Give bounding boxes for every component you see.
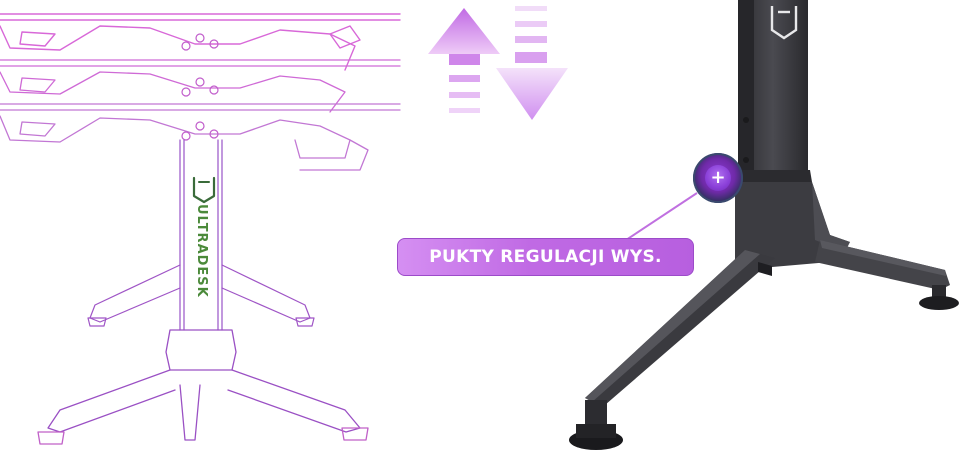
arrow-up-icon	[428, 8, 500, 113]
metal-leg-right	[569, 0, 959, 450]
desk-outline-left: ULTRADESK	[0, 13, 401, 445]
tabletop-level-2	[0, 59, 401, 113]
height-arrows	[428, 6, 568, 120]
height-adjustment-callout: PUKTY REGULACJI WYS.	[397, 238, 694, 276]
bolt-holes	[181, 33, 219, 141]
ultradesk-logo: ULTRADESK	[192, 176, 216, 298]
plus-icon: +	[705, 165, 731, 191]
tabletop-level-3	[0, 103, 401, 171]
tabletop-level-1	[0, 13, 401, 71]
desk-base	[47, 329, 361, 441]
desk-column	[179, 139, 223, 331]
callout-connector	[619, 192, 698, 245]
arrow-down-icon	[496, 6, 568, 120]
adjustment-point-marker[interactable]: +	[693, 153, 743, 203]
svg-text:ULTRADESK: ULTRADESK	[194, 204, 209, 298]
base-feet	[37, 427, 369, 445]
ultradesk-logo-leg	[770, 6, 798, 40]
upper-feet	[87, 264, 315, 327]
